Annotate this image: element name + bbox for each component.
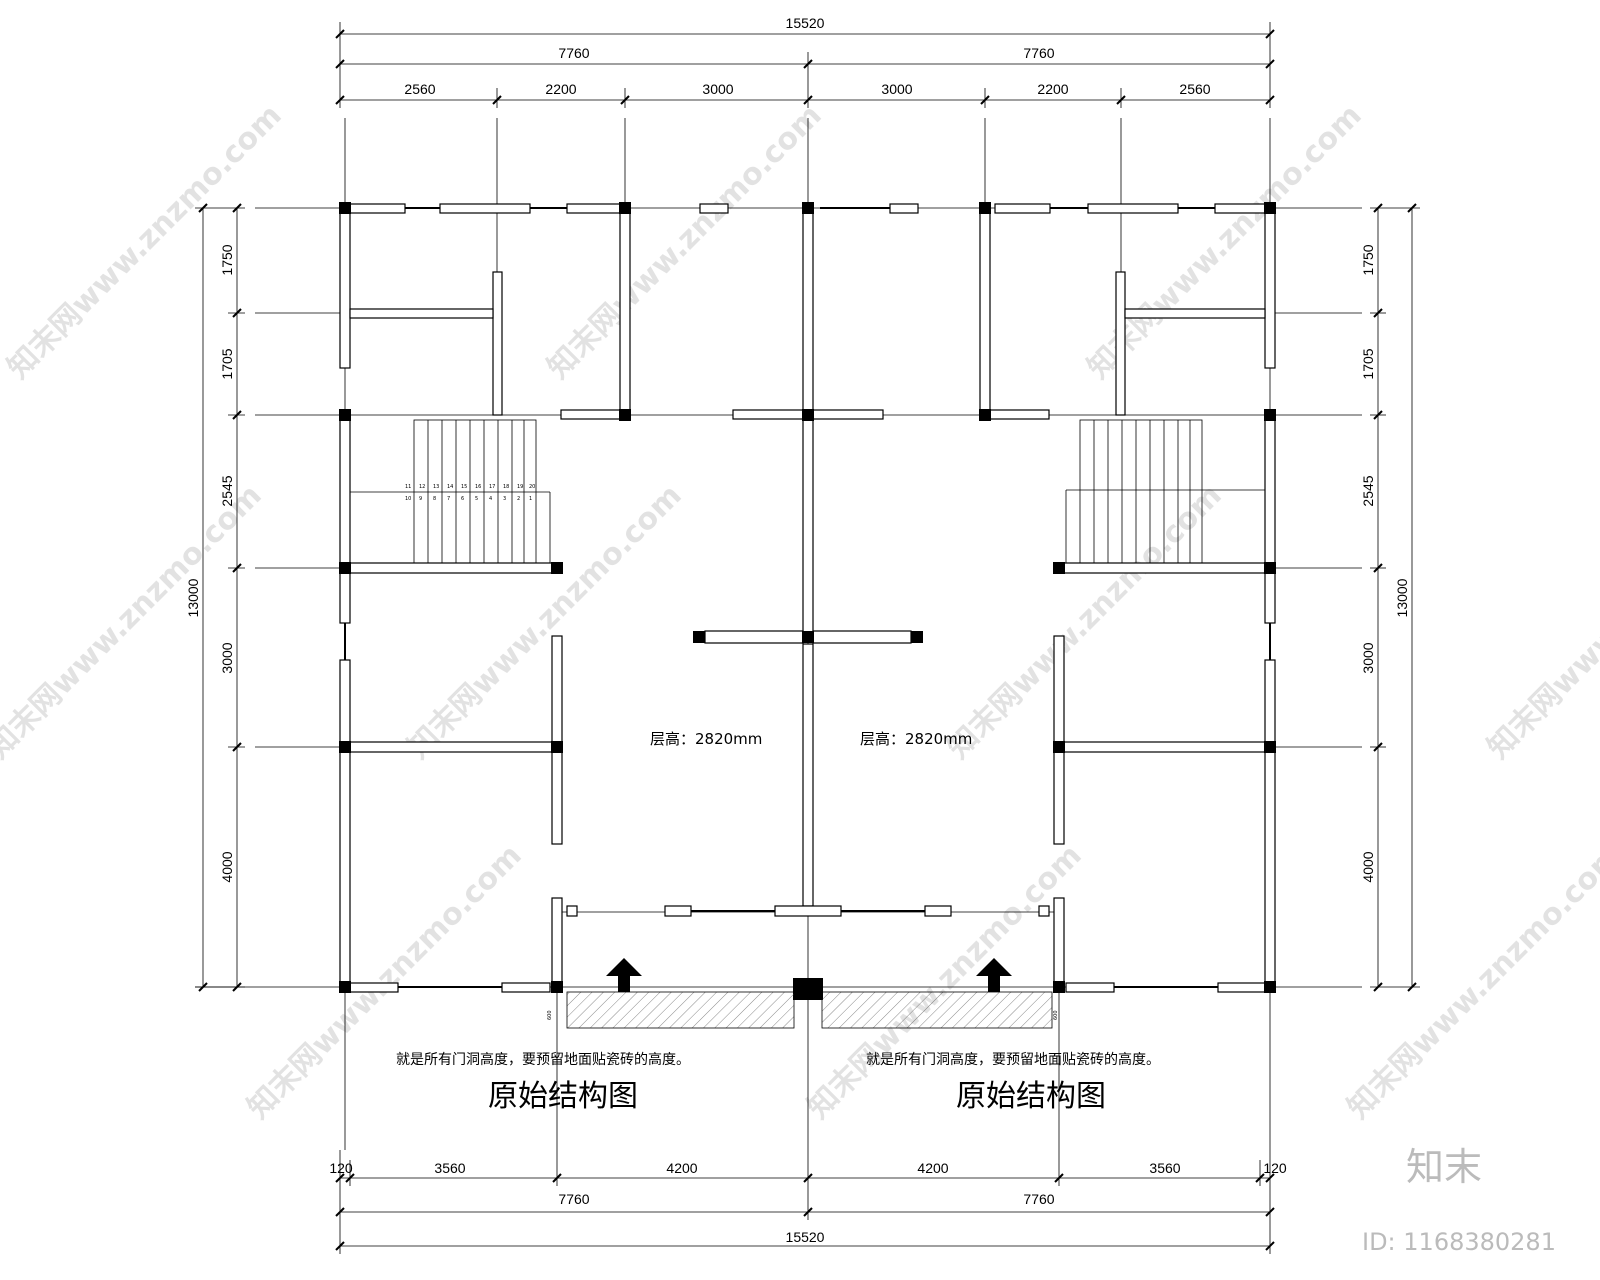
watermark-text: 知末网www.znzmo.com <box>941 478 1229 766</box>
dim-left-row: 3000 <box>219 642 235 673</box>
door-height-note-left: 就是所有门洞高度，要预留地面贴瓷砖的高度。 <box>396 1051 690 1068</box>
floor-height-label-right: 层高：2820mm <box>860 730 972 748</box>
step-number: 14 <box>447 484 453 490</box>
step-number: 20 <box>529 484 535 490</box>
porch-right <box>821 958 1053 1029</box>
bottom-dimensions <box>339 1150 1271 1254</box>
watermark-text: 知末网www.znzmo.com <box>0 478 269 766</box>
dim-top-half-right: 7760 <box>1023 45 1054 61</box>
porch-dim-right: 600 <box>1053 1010 1059 1020</box>
step-number: 7 <box>447 496 450 502</box>
walls <box>339 203 1276 993</box>
step-number: 10 <box>405 496 411 502</box>
porch-left <box>566 958 795 1029</box>
dim-bottom-bay: 4200 <box>666 1160 697 1176</box>
watermark-text: 知末网www.znzmo.com <box>1 98 289 386</box>
dim-left-row: 2545 <box>219 475 235 506</box>
step-number: 4 <box>489 496 492 502</box>
step-number: 19 <box>517 484 523 490</box>
porch-dim-left: 600 <box>547 1010 553 1020</box>
floor-height-label-left: 层高：2820mm <box>650 730 762 748</box>
dim-right-row: 1705 <box>1360 348 1376 379</box>
top-dimensions <box>339 22 1271 108</box>
dim-bottom-bay: 3560 <box>1149 1160 1180 1176</box>
dim-right-row: 3000 <box>1360 642 1376 673</box>
columns <box>339 202 1276 1000</box>
step-number: 1 <box>529 496 532 502</box>
step-number: 9 <box>419 496 422 502</box>
door-height-note-right: 就是所有门洞高度，要预留地面贴瓷砖的高度。 <box>866 1051 1160 1068</box>
dim-bottom-half-left: 7760 <box>558 1191 589 1207</box>
drawing-title-left: 原始结构图 <box>488 1079 638 1114</box>
step-number: 5 <box>475 496 478 502</box>
dim-top-bay: 2200 <box>545 81 576 97</box>
step-number: 2 <box>517 496 520 502</box>
stair-left-step-numbers: 11 12 13 14 15 16 17 18 19 20 10 9 8 7 6… <box>405 484 535 502</box>
step-number: 18 <box>503 484 509 490</box>
dim-top-total: 15520 <box>786 15 825 31</box>
step-number: 17 <box>489 484 495 490</box>
dim-right-row: 1750 <box>1360 244 1376 275</box>
image-id: ID: 1168380281 <box>1362 1228 1556 1256</box>
dim-top-bay: 3000 <box>881 81 912 97</box>
dim-right-row: 4000 <box>1360 851 1376 882</box>
dim-bottom-bay: 120 <box>329 1160 353 1176</box>
dim-top-bay: 2200 <box>1037 81 1068 97</box>
entrance-arrow-icon <box>976 958 1012 992</box>
stair-right <box>1065 419 1265 564</box>
dim-top-half-left: 7760 <box>558 45 589 61</box>
step-number: 13 <box>433 484 439 490</box>
stair-left <box>350 419 551 564</box>
watermark-text: 知末网www.znzmo.com <box>1481 478 1600 766</box>
watermark-text: 知末网www.znzmo.com <box>541 98 829 386</box>
step-number: 16 <box>475 484 481 490</box>
step-number: 11 <box>405 484 411 490</box>
dim-left-row: 1705 <box>219 348 235 379</box>
dim-bottom-bay: 120 <box>1263 1160 1287 1176</box>
step-number: 15 <box>461 484 467 490</box>
dim-bottom-half-right: 7760 <box>1023 1191 1054 1207</box>
step-number: 6 <box>461 496 464 502</box>
watermark-text: 知末网www.znzmo.com <box>241 838 529 1126</box>
dim-top-bay: 2560 <box>404 81 435 97</box>
entrance-arrow-icon <box>606 958 642 992</box>
step-number: 12 <box>419 484 425 490</box>
dim-right-total: 13000 <box>1394 578 1410 617</box>
step-number: 3 <box>503 496 506 502</box>
dim-top-bay: 2560 <box>1179 81 1210 97</box>
watermark-text: 知末网www.znzmo.com <box>1341 838 1600 1126</box>
drawing-title-right: 原始结构图 <box>956 1079 1106 1114</box>
step-number: 8 <box>433 496 436 502</box>
dim-bottom-bay: 4200 <box>917 1160 948 1176</box>
dim-top-bay: 3000 <box>702 81 733 97</box>
dim-right-row: 2545 <box>1360 475 1376 506</box>
brand-logo: 知末 <box>1406 1145 1482 1189</box>
dim-left-row: 1750 <box>219 244 235 275</box>
window-lines <box>344 207 1271 988</box>
dim-left-total: 13000 <box>185 578 201 617</box>
dim-left-row: 4000 <box>219 851 235 882</box>
watermark-text: 知末网www.znzmo.com <box>401 478 689 766</box>
dim-bottom-bay: 3560 <box>434 1160 465 1176</box>
dim-bottom-total: 15520 <box>786 1229 825 1245</box>
